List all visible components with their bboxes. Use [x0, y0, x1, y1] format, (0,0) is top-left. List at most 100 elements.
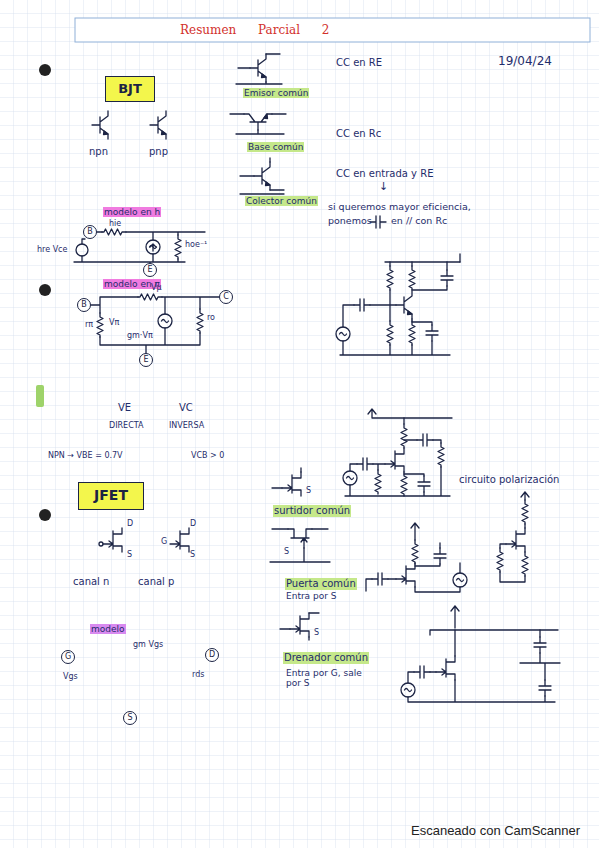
note-text: VCB > 0 [190, 451, 225, 460]
sketch-use [387, 266, 393, 290]
sketch-use [343, 471, 357, 485]
sketch-path [385, 261, 460, 262]
sketch-use [401, 472, 407, 496]
note-text: S [126, 550, 133, 559]
node-text: G [65, 653, 71, 662]
node-text: BJT [118, 82, 142, 96]
sketch-use [506, 528, 525, 552]
sketch-use [97, 313, 103, 337]
sketch-use [396, 291, 412, 319]
sketch-use [539, 680, 551, 696]
terminal-circle: C [219, 290, 233, 304]
note-text: Puerta común [285, 578, 357, 590]
sketch-circle [39, 284, 51, 296]
sketch-path [430, 606, 558, 635]
sketch-use [138, 294, 162, 300]
sketch-path [370, 216, 386, 228]
sketch-use [288, 529, 312, 548]
note-text: Vμ [150, 283, 163, 292]
sketch-use [170, 528, 189, 552]
terminal-circle: B [77, 298, 91, 312]
sketch-use [453, 573, 467, 587]
note-text: ponemos [327, 216, 373, 227]
sketch-circle [39, 64, 51, 76]
note-text: D [189, 519, 197, 528]
terminal-circle: B [83, 225, 97, 239]
note-text: modelo en h [103, 207, 161, 217]
note-text: canal p [137, 576, 175, 588]
note-text: D [126, 519, 134, 528]
note-text: si queremos mayor eficiencia, [327, 202, 472, 213]
note-text: canal n [72, 576, 110, 588]
node-text: C [223, 293, 229, 302]
note-text: INVERSA [168, 421, 205, 430]
node-text: B [87, 228, 93, 237]
sketch-use [414, 666, 430, 678]
note-text: S [313, 628, 320, 637]
terminal-circle: G [61, 650, 75, 664]
note-text: S [283, 547, 290, 556]
sketch-path [366, 543, 460, 592]
sketch-use [409, 266, 415, 290]
sketch-use [426, 325, 438, 341]
node-text: S [127, 714, 132, 723]
note-text: surtidor común [273, 505, 351, 517]
sketch-use [254, 162, 270, 190]
sketch-use [282, 472, 301, 496]
note-text: ro [206, 313, 216, 322]
note-text: VE [117, 402, 132, 414]
sketch-use [250, 54, 266, 82]
node-text: E [143, 356, 148, 365]
note-text: Colector común [245, 196, 318, 206]
note-text: hoe⁻¹ [184, 240, 208, 249]
note-text: Vπ [108, 318, 120, 327]
sketch-path [521, 492, 529, 500]
sketch-use [372, 573, 388, 585]
sketch-use [197, 309, 203, 333]
sketch-use [534, 637, 546, 653]
sketch-path [280, 613, 319, 640]
note-text: modelo [90, 624, 126, 634]
sketch-path [368, 409, 452, 418]
sketch-use [522, 500, 528, 524]
highlight-box: JFET [78, 482, 144, 510]
note-text: Escaneado con CamScanner [410, 824, 581, 839]
note-text: pnp [148, 146, 169, 158]
sketch-use [175, 235, 181, 259]
sketch-use [150, 111, 166, 139]
note-text: hre Vce [36, 245, 68, 254]
note-text: S [305, 486, 312, 495]
note-text: G [160, 537, 168, 546]
page-title: Resumen Parcial 2 [180, 23, 329, 37]
note-text: rds [191, 670, 205, 679]
sketch-use [438, 443, 444, 467]
note-text: gm Vgs [132, 640, 164, 649]
sketch-rect [36, 385, 44, 407]
sketch-path [345, 418, 450, 496]
sketch-path [236, 54, 282, 84]
sketch-use [434, 548, 446, 564]
node-text: E [147, 266, 152, 275]
terminal-circle: S [123, 711, 137, 725]
sketch-use [418, 476, 430, 492]
sketch-use [92, 111, 108, 139]
sketch-use [409, 321, 415, 345]
sketch-use [103, 528, 122, 552]
note-text: VC [178, 402, 194, 414]
node-text: JFET [94, 488, 128, 503]
note-text: S [189, 550, 196, 559]
highlight-box: BJT [105, 76, 155, 102]
sketch-use [417, 434, 433, 446]
note-text: Vgs [62, 672, 79, 681]
note-text: rπ [84, 320, 94, 329]
sketch-use [401, 424, 407, 448]
note-text: ↓ [378, 181, 389, 194]
terminal-circle: E [143, 263, 157, 277]
sketch-circle [39, 509, 51, 521]
sketch-use [244, 114, 272, 130]
sketch-use [497, 548, 503, 572]
